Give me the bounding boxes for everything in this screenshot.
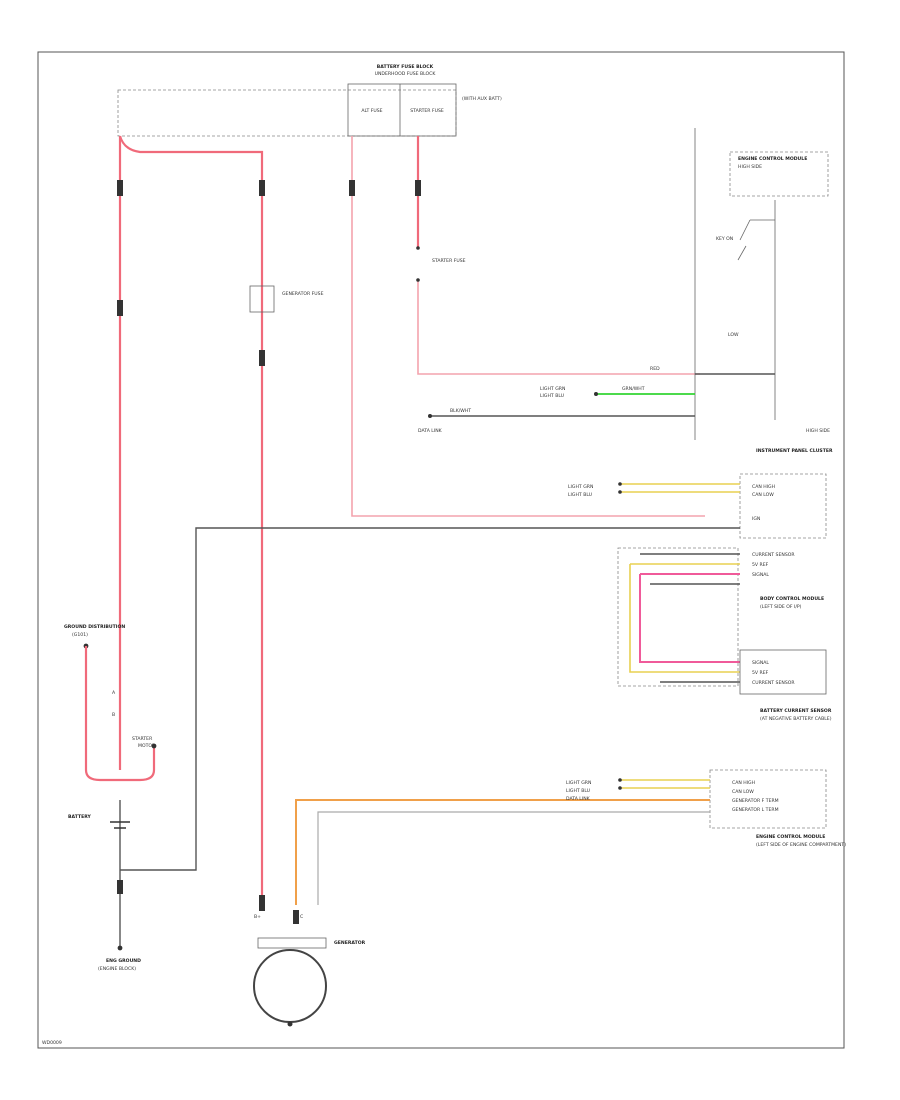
battery: BATTERY ENG GROUND (ENGINE BLOCK) [68, 800, 141, 972]
ground-dist-sub: (G101) [72, 632, 88, 638]
ecm2-title: ENGINE CONTROL MODULE [756, 834, 825, 840]
ground-dist-title: GROUND DISTRIBUTION [64, 624, 125, 630]
ecm2-can-hi: LIGHT GRN [566, 780, 591, 786]
bcs-box: SIGNAL 5V REF CURRENT SENSOR BATTERY CUR… [739, 649, 832, 722]
ipc-title: INSTRUMENT PANEL CLUSTER [756, 448, 833, 454]
ecm2-row2: CAN LOW [732, 789, 754, 795]
pin-a-label: A [112, 690, 116, 696]
ecm-top-title: ENGINE CONTROL MODULE [738, 156, 807, 162]
starter-small-sub: MOTOR [138, 743, 156, 749]
eng-ground-sub: (ENGINE BLOCK) [98, 966, 136, 972]
fuse-block-note: (WITH AUX BATT) [462, 96, 502, 102]
diagram-frame [37, 51, 845, 1049]
generator-pin-c: C [300, 914, 303, 920]
ecm-top-pin2: LOW [728, 332, 739, 338]
data-link-wires: LIGHT GRN LIGHT BLU GRN/WHT BLK/WHT DATA… [418, 366, 695, 434]
ecm2-row1: CAN HIGH [732, 780, 755, 786]
bcm-subtitle: (LEFT SIDE OF I/P) [760, 604, 802, 610]
battery-positive-wires: STARTER FUSE [117, 135, 705, 905]
ipc-row3: IGN [752, 516, 760, 522]
bcm-row5: 5V REF [752, 562, 769, 568]
ecm-top-note: HIGH SIDE [738, 164, 762, 170]
bcm-title: BODY CONTROL MODULE [760, 596, 824, 602]
fuse-b-label: STARTER FUSE [410, 108, 444, 114]
wire-red-label: RED [650, 366, 660, 372]
data-link-note: DATA LINK [418, 428, 443, 434]
wire-blk-label: BLK/WHT [450, 408, 471, 414]
ipc-box: INSTRUMENT PANEL CLUSTER CAN HIGH CAN LO… [568, 448, 833, 539]
ground-distribution: GROUND DISTRIBUTION (G101) STARTER MOTOR… [64, 624, 157, 782]
ipc-can-lo: LIGHT BLU [568, 492, 592, 498]
fuse-a-label: ALT FUSE [361, 108, 382, 114]
bcm-box: CURRENT SENSOR 5V REF SIGNAL BODY CONTRO… [617, 547, 824, 687]
eng-ground-label: ENG GROUND [106, 958, 141, 964]
can-hi-label: LIGHT GRN [540, 386, 565, 392]
ipc-row2: CAN LOW [752, 492, 774, 498]
starter-small-label: STARTER [132, 736, 153, 742]
fuse-block-subtitle: UNDERHOOD FUSE BLOCK [375, 71, 437, 77]
generator-label: GENERATOR [334, 940, 366, 946]
bcm-row6: SIGNAL [752, 572, 769, 578]
ecm-top-footer: HIGH SIDE [806, 428, 830, 434]
ecm-top-pin: KEY ON [716, 236, 733, 242]
bcs-row1: SIGNAL [752, 660, 769, 666]
battery-label: BATTERY [68, 814, 91, 820]
bcs-subtitle: (AT NEGATIVE BATTERY CABLE) [760, 716, 832, 722]
ecm2-note: DATA LINK [566, 796, 591, 802]
bcs-row3: CURRENT SENSOR [752, 680, 795, 686]
starter-fuse-link-label: STARTER FUSE [432, 258, 466, 264]
bcm-row4: CURRENT SENSOR [752, 552, 795, 558]
can-lo-label: LIGHT BLU [540, 393, 564, 399]
ecm-bottom: CAN HIGH CAN LOW GENERATOR F TERM GENERA… [295, 769, 846, 905]
generator-fuse: GENERATOR FUSE [249, 285, 324, 313]
ipc-can-hi: LIGHT GRN [568, 484, 593, 490]
ipc-row1: CAN HIGH [752, 484, 775, 490]
bcs-title: BATTERY CURRENT SENSOR [760, 708, 832, 714]
ecm2-row4: GENERATOR L TERM [732, 807, 779, 813]
fuse-block-title: BATTERY FUSE BLOCK [377, 64, 434, 70]
ecm2-row3: GENERATOR F TERM [732, 798, 779, 804]
generator: GENERATOR B+ C [253, 895, 366, 1027]
ecm2-can-lo: LIGHT BLU [566, 788, 590, 794]
pin-b-label: B [112, 712, 115, 718]
ecm2-subtitle: (LEFT SIDE OF ENGINE COMPARTMENT) [756, 842, 846, 848]
footer-code: WD0009 [42, 1040, 62, 1046]
generator-fuse-label: GENERATOR FUSE [282, 291, 324, 297]
ecm-top: ENGINE CONTROL MODULE HIGH SIDE KEY ON L… [694, 128, 830, 440]
ground-signal-wire [120, 527, 740, 871]
fuse-block: BATTERY FUSE BLOCK UNDERHOOD FUSE BLOCK … [117, 64, 502, 137]
bcs-row2: 5V REF [752, 670, 769, 676]
generator-pin-bplus: B+ [254, 914, 261, 920]
wire-grn-label: GRN/WHT [622, 386, 645, 392]
